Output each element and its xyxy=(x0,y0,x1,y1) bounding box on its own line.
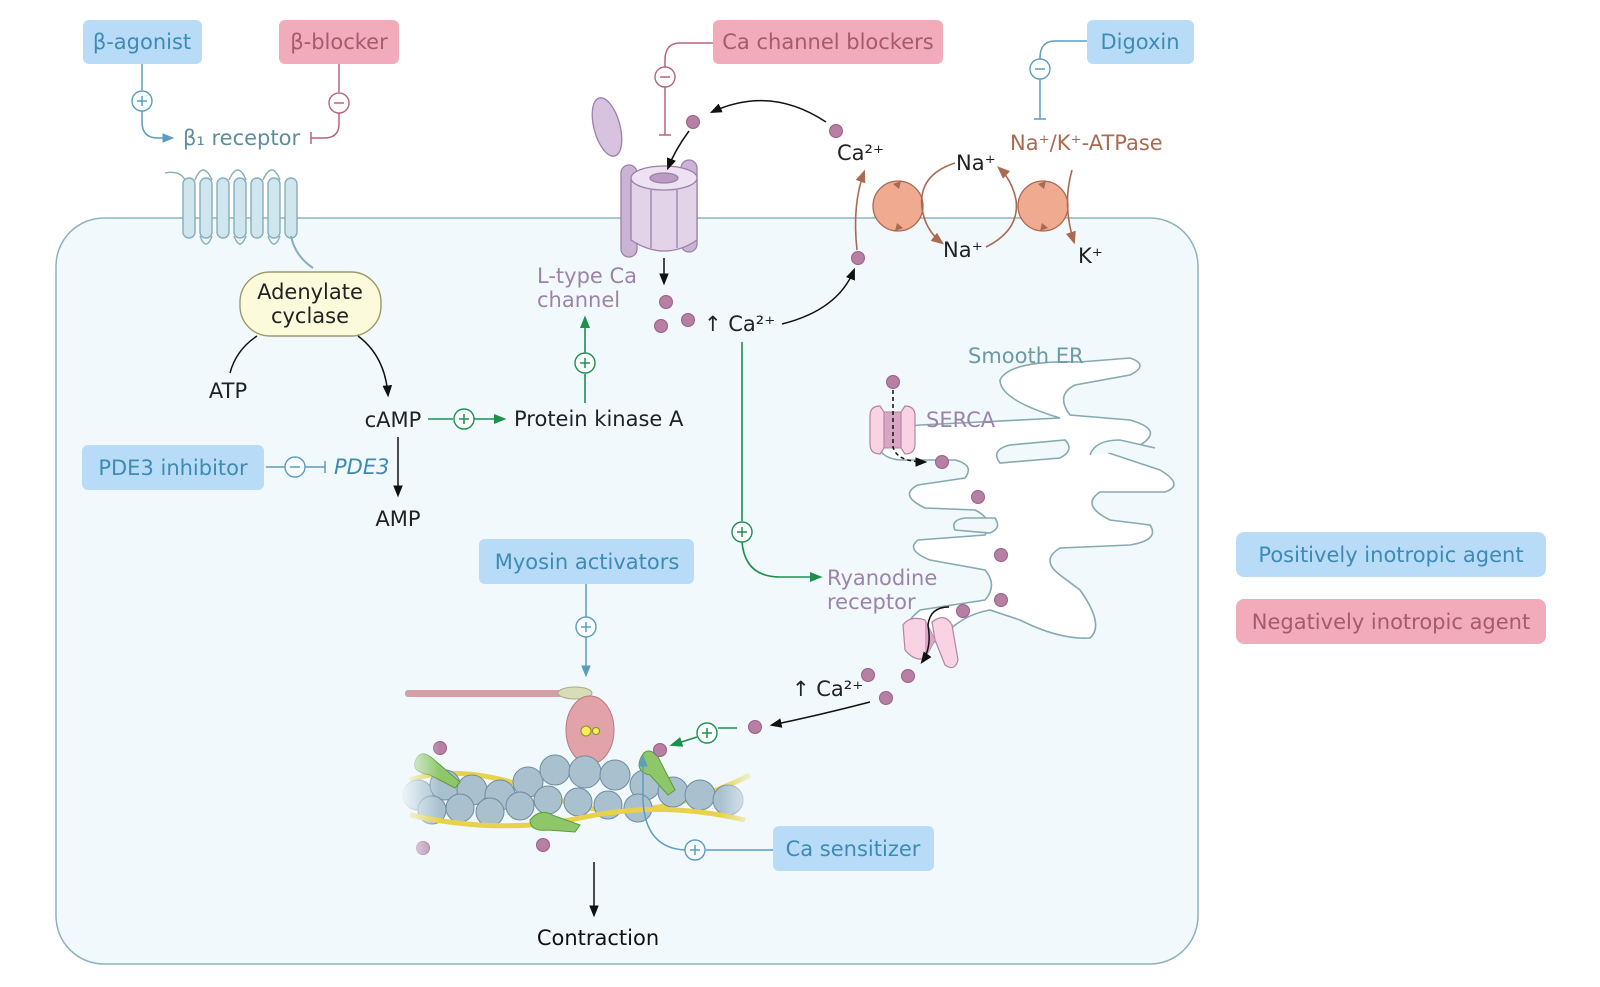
calcium-ion-icon xyxy=(901,669,915,683)
digoxin-box[interactable]: Digoxin xyxy=(1087,20,1194,64)
calcium-ion-icon xyxy=(935,455,949,469)
calcium-ion-icon xyxy=(686,115,700,129)
atp-label: ATP xyxy=(209,379,247,403)
calcium-ion-icon xyxy=(659,295,673,309)
ca-sensitizer-box[interactable]: Ca sensitizer xyxy=(773,826,934,871)
beta-agonist-label: β-agonist xyxy=(93,30,191,54)
ryanodine-receptor-label: Ryanodine xyxy=(827,566,937,590)
beta-agonist-box[interactable]: β-agonist xyxy=(83,20,202,64)
calcium-ion-icon xyxy=(829,124,843,138)
calcium-ion-icon xyxy=(861,668,875,682)
plus-sign-icon xyxy=(696,722,718,744)
serca-pump-icon xyxy=(869,405,916,455)
myosin-activators-box[interactable]: Myosin activators xyxy=(479,539,694,584)
plus-sign-icon xyxy=(684,839,706,861)
beta1-receptor-label: β₁ receptor xyxy=(183,126,300,150)
svg-text:Positively inotropic agent: Positively inotropic agent xyxy=(1258,543,1523,567)
beta-blocker-label: β-blocker xyxy=(290,30,388,54)
svg-text:Negatively inotropic agent: Negatively inotropic agent xyxy=(1252,610,1530,634)
calcium-ion-icon xyxy=(681,313,695,327)
ca-channel-blockers-box[interactable]: Ca channel blockers xyxy=(713,20,943,64)
smooth-er-icon xyxy=(877,357,1175,651)
calcium-ion-icon xyxy=(886,375,900,389)
contraction-label: Contraction xyxy=(537,926,659,950)
plus-sign-icon xyxy=(453,408,475,430)
ca-increase-label-2: ↑ Ca²⁺ xyxy=(792,677,863,701)
svg-text:cyclase: cyclase xyxy=(271,304,349,328)
protein-kinase-a-label: Protein kinase A xyxy=(514,407,684,431)
calcium-ion-icon xyxy=(879,691,893,705)
serca-label: SERCA xyxy=(926,408,996,432)
l-type-ca-channel-icon xyxy=(591,97,698,258)
beta1-receptor-icon xyxy=(164,169,314,269)
calcium-ion-icon xyxy=(971,490,985,504)
adenylate-cyclase: Adenylate cyclase xyxy=(239,271,382,337)
smooth-er-label: Smooth ER xyxy=(968,344,1084,368)
ca-extracellular-label: Ca²⁺ xyxy=(837,141,884,165)
svg-text:Adenylate: Adenylate xyxy=(257,280,363,304)
legend-negative: Negatively inotropic agent xyxy=(1236,599,1546,644)
pde3-label: PDE3 xyxy=(334,455,389,479)
calcium-ion-icon xyxy=(956,604,970,618)
minus-sign-icon xyxy=(284,456,306,478)
camp-label: cAMP xyxy=(365,408,422,432)
svg-text:PDE3 inhibitor: PDE3 inhibitor xyxy=(98,456,248,480)
na-bottom-label: Na⁺ xyxy=(943,238,983,262)
plus-sign-icon xyxy=(731,521,753,543)
svg-text:Digoxin: Digoxin xyxy=(1100,30,1179,54)
calcium-ion-icon xyxy=(748,720,762,734)
minus-sign-icon xyxy=(328,92,350,114)
legend-positive: Positively inotropic agent xyxy=(1236,532,1546,577)
calcium-ion-icon xyxy=(851,251,865,265)
amp-label: AMP xyxy=(375,507,420,531)
na-top-label: Na⁺ xyxy=(956,151,996,175)
actin-myosin-filament-icon xyxy=(400,686,760,860)
plus-sign-icon xyxy=(574,352,596,374)
svg-text:receptor: receptor xyxy=(827,590,916,614)
svg-text:Ca sensitizer: Ca sensitizer xyxy=(786,837,921,861)
plus-sign-icon xyxy=(575,616,597,638)
l-type-ca-channel-label: L-type Ca xyxy=(537,264,637,288)
beta-blocker-box[interactable]: β-blocker xyxy=(279,20,399,64)
na-ca-exchanger-icon xyxy=(854,162,956,251)
svg-text:channel: channel xyxy=(537,288,620,312)
svg-text:Ca channel blockers: Ca channel blockers xyxy=(722,30,933,54)
na-k-atpase-label: Na⁺/K⁺-ATPase xyxy=(1010,131,1163,155)
minus-sign-icon xyxy=(654,66,676,88)
pde3-inhibitor-box[interactable]: PDE3 inhibitor xyxy=(82,445,264,490)
plus-sign-icon xyxy=(131,90,153,112)
calcium-ion-icon xyxy=(994,593,1008,607)
ca-increase-label: ↑ Ca²⁺ xyxy=(704,312,775,336)
k-label: K⁺ xyxy=(1078,244,1103,268)
calcium-ion-icon xyxy=(654,319,668,333)
svg-text:Myosin activators: Myosin activators xyxy=(495,550,680,574)
na-k-atpase-icon xyxy=(985,166,1076,248)
minus-sign-icon xyxy=(1029,58,1051,80)
calcium-ion-icon xyxy=(994,548,1008,562)
